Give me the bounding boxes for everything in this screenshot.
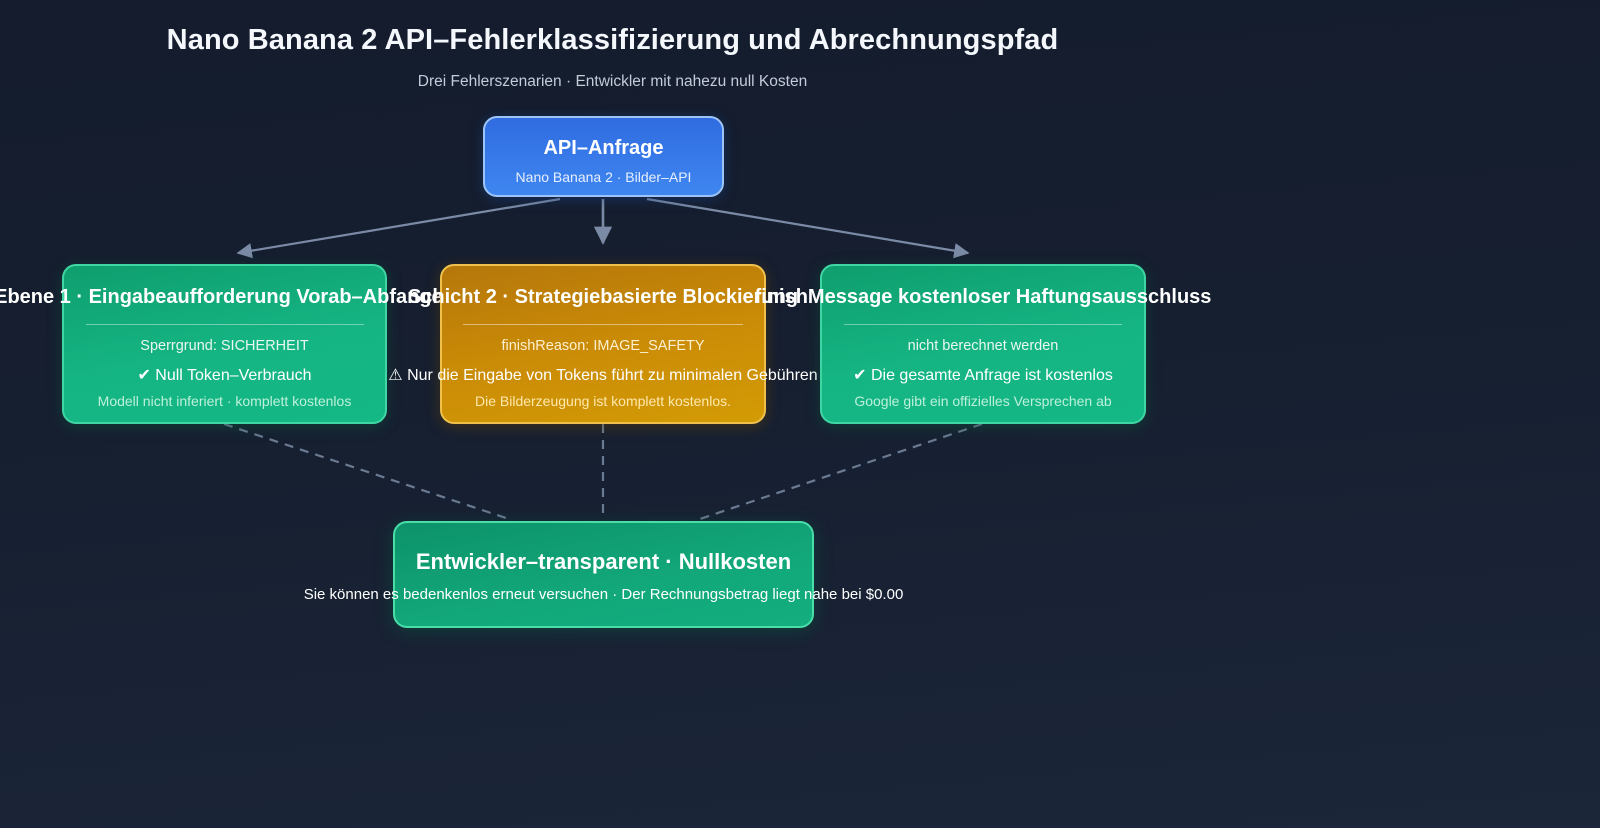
node-layer-3-note: Google gibt ein offizielles Versprechen …	[854, 393, 1112, 409]
node-layer-1-note: Modell nicht inferiert · komplett kosten…	[97, 393, 352, 409]
node-layer-1-reason: Sperrgrund: SICHERHEIT	[140, 338, 309, 354]
node-layer-2-reason: finishReason: IMAGE_SAFETY	[501, 338, 705, 354]
node-layer-1-divider	[85, 324, 364, 325]
node-layer-3-title: finishMessage kostenloser Haftungsaussch…	[754, 286, 1212, 308]
node-layer-2[interactable]: Schicht 2 · Strategiebasierte Blockierun…	[388, 264, 818, 424]
connector-layer3-to-summary	[696, 422, 983, 522]
node-layer-2-divider	[463, 324, 743, 325]
node-api-request[interactable]: API–Anfrage Nano Banana 2 · Bilder–API	[483, 116, 724, 197]
node-api-request-title: API–Anfrage	[543, 137, 664, 159]
node-layer-1-title: Ebene 1 · Eingabeaufforderung Vorab–Abfa…	[0, 286, 455, 308]
connector-root-to-layer3	[646, 197, 970, 259]
connector-root-to-layer1	[236, 197, 561, 259]
node-layer-2-title: Schicht 2 · Strategiebasierte Blockierun…	[407, 286, 799, 308]
node-layer-2-highlight: ⚠ Nur die Eingabe von Tokens führt zu mi…	[388, 367, 818, 384]
node-layer-1[interactable]: Ebene 1 · Eingabeaufforderung Vorab–Abfa…	[0, 264, 455, 424]
connector-layer1-to-summary	[223, 422, 513, 522]
node-layer-2-note: Die Bilderzeugung ist komplett kostenlos…	[474, 393, 732, 409]
node-layer-3[interactable]: finishMessage kostenloser Haftungsaussch…	[755, 264, 1211, 424]
node-layer-3-highlight: ✔ Die gesamte Anfrage ist kostenlos	[853, 367, 1113, 384]
node-api-request-subtitle: Nano Banana 2 · Bilder–API	[515, 169, 692, 185]
node-layer-1-highlight: ✔ Null Token–Verbrauch	[137, 367, 312, 384]
node-summary-subtitle: Sie können es bedenkenlos erneut versuch…	[303, 586, 904, 603]
node-summary-title: Entwickler–transparent · Nullkosten	[415, 549, 792, 574]
node-summary[interactable]: Entwickler–transparent · Nullkosten Sie …	[304, 521, 903, 628]
node-layer-3-reason: nicht berechnet werden	[907, 338, 1059, 354]
node-layer-3-divider	[844, 324, 1122, 325]
